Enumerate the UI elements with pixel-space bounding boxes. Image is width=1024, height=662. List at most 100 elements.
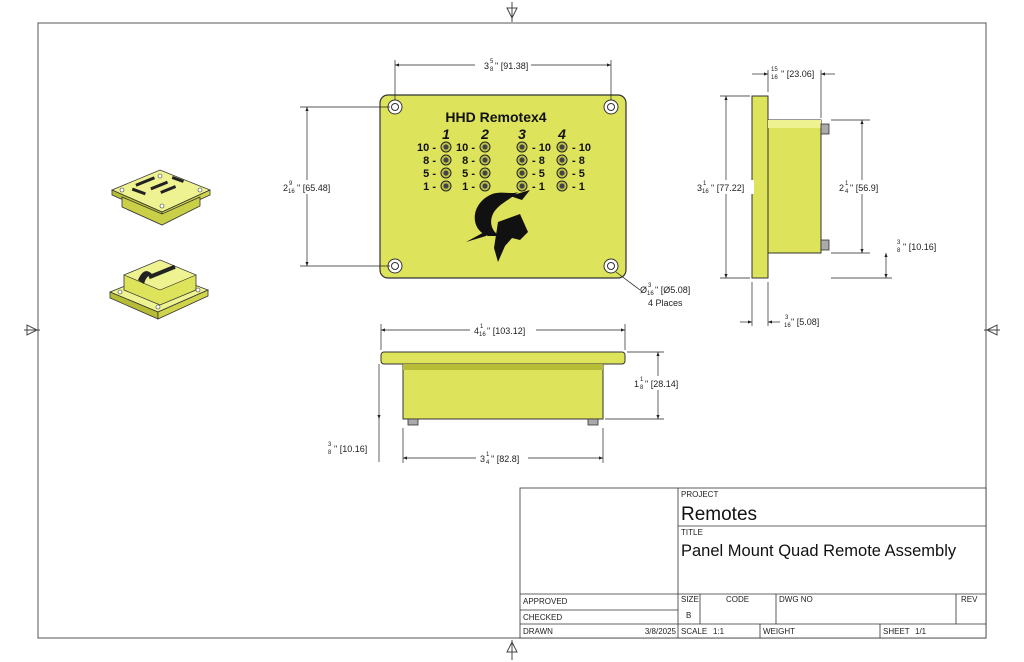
svg-text:3: 3: [480, 454, 485, 464]
svg-text:1: 1: [640, 377, 644, 383]
drawn-label: DRAWN: [523, 627, 553, 636]
center-marks: [24, 2, 1000, 660]
led-lens: [559, 183, 565, 189]
level-label: - 1: [572, 181, 585, 193]
level-label: 5 -: [462, 168, 475, 180]
isometric-top-view: [110, 169, 212, 226]
led-lens: [443, 144, 449, 150]
led-lens: [519, 144, 525, 150]
svg-text:" [10.16]: " [10.16]: [903, 242, 936, 252]
svg-text:" [56.9]: " [56.9]: [850, 183, 878, 193]
svg-text:3: 3: [697, 183, 702, 193]
svg-text:3: 3: [484, 61, 489, 71]
svg-text:" [103.12]: " [103.12]: [487, 326, 525, 336]
level-label: - 10: [532, 142, 551, 154]
level-label: 1 -: [423, 181, 436, 193]
level-label: - 5: [572, 168, 585, 180]
dim-bottom-height: 1 1 8 " [28.14]: [630, 376, 682, 391]
hook-logo-icon: [466, 190, 530, 262]
dim-side-body: 2 1 4 " [56.9]: [838, 180, 886, 195]
dim-side-flange: 3 16 " [5.08]: [784, 315, 819, 329]
led-lens: [559, 170, 565, 176]
svg-text:3: 3: [785, 315, 789, 321]
level-label: - 8: [572, 155, 585, 167]
svg-text:" [65.48]: " [65.48]: [297, 183, 330, 193]
size-value: B: [686, 611, 691, 620]
svg-text:" [82.8]: " [82.8]: [491, 454, 519, 464]
svg-text:4: 4: [486, 460, 490, 466]
project-label: PROJECT: [681, 490, 718, 499]
svg-text:8: 8: [640, 385, 644, 391]
svg-text:" [91.38]: " [91.38]: [495, 61, 528, 71]
svg-text:2: 2: [839, 183, 844, 193]
svg-text:1: 1: [703, 181, 707, 187]
led-lens: [559, 157, 565, 163]
title-label: TITLE: [681, 528, 703, 537]
dim-side-height: 3 1 16 " [77.22]: [696, 180, 754, 195]
mounting-holes: [387, 99, 619, 274]
rev-label: REV: [961, 595, 978, 604]
svg-text:9: 9: [289, 181, 293, 187]
svg-text:8: 8: [490, 67, 494, 73]
sheet-value: 1/1: [915, 627, 927, 636]
svg-text:16: 16: [479, 332, 486, 338]
scale-value: 1:1: [713, 627, 725, 636]
led-lens: [482, 157, 488, 163]
channel-label: 2: [480, 126, 489, 142]
svg-text:8: 8: [897, 248, 901, 254]
svg-text:16: 16: [288, 189, 295, 195]
dim-side-depth: 15 16 " [23.06]: [771, 67, 814, 81]
size-label: SIZE: [681, 595, 699, 604]
led-lens: [482, 183, 488, 189]
level-label: - 1: [532, 181, 545, 193]
svg-text:4: 4: [845, 189, 849, 195]
drawing-title: Panel Mount Quad Remote Assembly: [681, 542, 957, 560]
level-label: 8 -: [462, 155, 475, 167]
svg-text:5: 5: [490, 59, 494, 65]
led-lens: [519, 183, 525, 189]
dim-bottom-body: 3 1 4 " [82.8]: [476, 451, 528, 466]
led-lens: [443, 170, 449, 176]
svg-text:16: 16: [784, 323, 791, 329]
dim-bottom-standoff: 3 8 " [10.16]: [328, 442, 367, 456]
drawn-date: 3/8/2025: [645, 627, 677, 636]
led-lens: [482, 144, 488, 150]
level-label: 10 -: [456, 142, 475, 154]
svg-text:1: 1: [486, 452, 490, 458]
svg-text:16: 16: [771, 75, 778, 81]
led-lens: [443, 183, 449, 189]
scale-label: SCALE: [681, 627, 707, 636]
svg-text:16: 16: [647, 291, 654, 297]
channel-label: 4: [557, 126, 566, 142]
led-lens: [482, 170, 488, 176]
dim-bottom-width: 4 1 16 " [103.12]: [470, 323, 536, 338]
side-view: [751, 95, 830, 279]
checked-label: CHECKED: [523, 613, 562, 622]
svg-text:8: 8: [328, 450, 332, 456]
svg-text:15: 15: [771, 67, 778, 73]
level-label: - 8: [532, 155, 545, 167]
level-label: 5 -: [423, 168, 436, 180]
isometric-bottom-view: [108, 259, 210, 320]
svg-text:" [23.06]: " [23.06]: [781, 69, 814, 79]
dwg-no-label: DWG NO: [779, 595, 813, 604]
svg-text:Ø: Ø: [640, 285, 647, 295]
project-name: Remotes: [681, 504, 757, 525]
svg-text:2: 2: [283, 183, 288, 193]
dim-side-standoff: 3 8 " [10.16]: [897, 240, 936, 254]
led-grid: 10 -10 -- 10- 108 -8 -- 8- 85 -5 -- 5- 5…: [417, 141, 591, 193]
svg-text:1: 1: [480, 324, 484, 330]
bottom-view: [380, 351, 626, 426]
code-label: CODE: [726, 595, 749, 604]
led-lens: [559, 144, 565, 150]
sheet-label: SHEET: [883, 627, 910, 636]
svg-text:3: 3: [897, 240, 901, 246]
svg-text:1: 1: [634, 379, 639, 389]
dim-top-width: 3 5 8 " [91.38]: [475, 58, 531, 73]
svg-text:4: 4: [474, 326, 479, 336]
level-label: - 5: [532, 168, 545, 180]
weight-label: WEIGHT: [763, 627, 795, 636]
